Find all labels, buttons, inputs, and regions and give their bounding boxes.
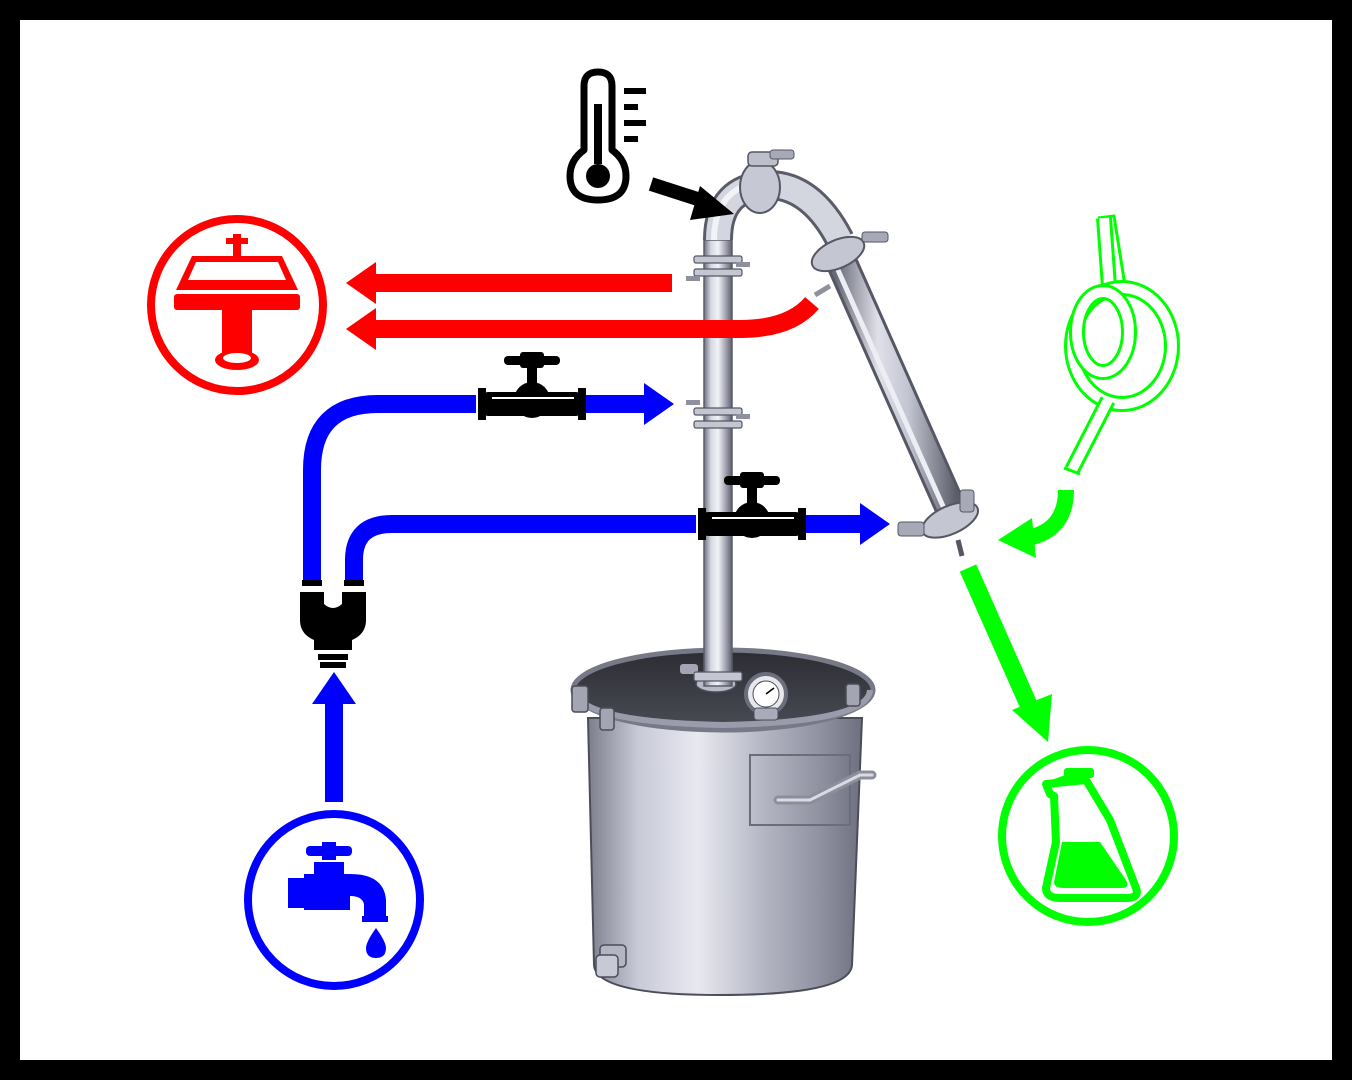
thermometer-icon bbox=[566, 68, 646, 204]
drain-flow-lower bbox=[346, 296, 819, 350]
flask-icon bbox=[998, 746, 1178, 926]
knot-tube-icon bbox=[1063, 214, 1180, 476]
boiler-pot bbox=[570, 647, 877, 997]
valve-icon bbox=[698, 472, 806, 540]
product-flow-arrow bbox=[959, 564, 1052, 742]
cold-water-supply-line bbox=[312, 672, 356, 802]
cold-water-branch-column bbox=[303, 383, 674, 582]
cold-water-branch-condenser bbox=[345, 503, 890, 582]
raw-material-arrow bbox=[998, 489, 1074, 558]
drain-flow-upper bbox=[346, 262, 672, 304]
y-splitter-icon bbox=[300, 580, 366, 668]
still bbox=[570, 149, 979, 997]
condenser bbox=[810, 231, 979, 557]
distillation-column bbox=[686, 149, 854, 687]
water-tap-icon bbox=[244, 810, 424, 990]
thermometer-arrow bbox=[648, 177, 734, 220]
sink-icon bbox=[147, 215, 327, 395]
valve-icon bbox=[478, 352, 586, 420]
